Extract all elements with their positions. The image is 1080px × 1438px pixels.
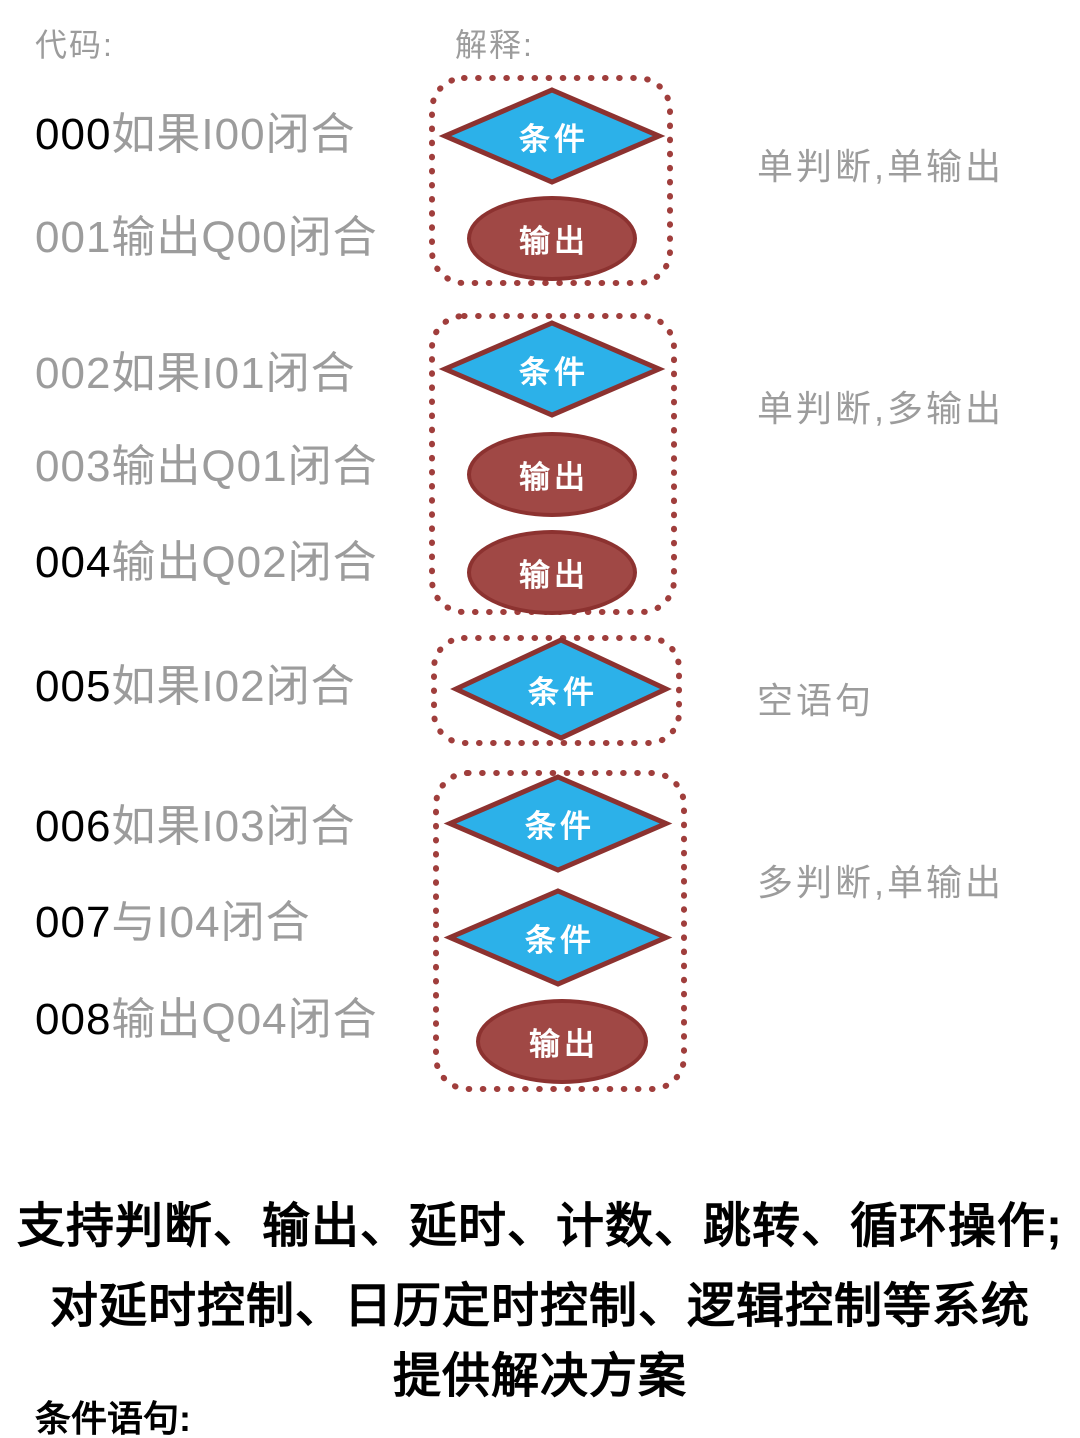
explain-column-header: 解释: (455, 27, 534, 63)
line-text: 如果I01闭合 (111, 349, 356, 398)
code-line-005: 005如果I02闭合 (35, 664, 356, 710)
code-line-007: 007与I04闭合 (35, 900, 311, 946)
output-ellipse: 输出 (467, 196, 637, 281)
output-label: 输出 (529, 1027, 599, 1062)
condition-label: 条件 (519, 354, 589, 390)
line-text: 输出Q02闭合 (111, 538, 378, 587)
line-number: 008 (35, 995, 112, 1044)
group-3-annotation: 空语句 (757, 680, 875, 721)
output-ellipse: 输出 (467, 530, 637, 615)
condition-label: 条件 (525, 923, 595, 958)
line-text: 输出Q00闭合 (111, 213, 378, 262)
code-line-008: 008输出Q04闭合 (35, 997, 378, 1043)
group-3-dashed-box (431, 635, 682, 746)
line-text: 输出Q04闭合 (111, 995, 378, 1044)
code-line-004: 004输出Q02闭合 (35, 540, 378, 586)
condition-diamond: 条件 (443, 774, 673, 873)
code-column-header: 代码: (35, 27, 114, 63)
line-text: 输出Q01闭合 (111, 442, 378, 491)
line-text: 如果I02闭合 (111, 662, 356, 711)
group-2-annotation: 单判断,多输出 (757, 388, 1005, 429)
line-text: 如果I03闭合 (111, 802, 356, 851)
output-ellipse: 输出 (476, 999, 648, 1084)
code-line-002: 002如果I01闭合 (35, 351, 356, 397)
condition-diamond: 条件 (438, 87, 666, 185)
condition-diamond: 条件 (443, 888, 673, 987)
condition-label: 条件 (519, 121, 589, 157)
output-label: 输出 (519, 460, 589, 495)
line-number: 002 (35, 349, 112, 398)
condition-label: 条件 (525, 809, 595, 844)
line-number: 006 (35, 802, 112, 851)
line-number: 003 (35, 442, 112, 491)
line-number: 005 (35, 662, 112, 711)
summary-line-3: 提供解决方案 (392, 1350, 687, 1403)
line-text: 如果I00闭合 (111, 110, 356, 159)
group-1-annotation: 单判断,单输出 (757, 146, 1005, 187)
line-text: 与I04闭合 (111, 898, 311, 947)
group-1-dashed-box (429, 75, 673, 286)
summary-line-1: 支持判断、输出、延时、计数、跳转、循环操作; (17, 1200, 1063, 1253)
condition-diamond: 条件 (438, 320, 666, 418)
condition-statement-header: 条件语句: (35, 1398, 191, 1438)
condition-diamond: 条件 (450, 637, 672, 741)
condition-label: 条件 (528, 674, 598, 710)
group-4-annotation: 多判断,单输出 (757, 862, 1005, 903)
code-line-001: 001输出Q00闭合 (35, 215, 378, 261)
output-ellipse: 输出 (467, 432, 637, 517)
output-label: 输出 (519, 558, 589, 593)
summary-line-2: 对延时控制、日历定时控制、逻辑控制等系统 (49, 1280, 1030, 1333)
output-label: 输出 (519, 224, 589, 259)
code-line-000: 000如果I00闭合 (35, 112, 356, 158)
line-number: 007 (35, 898, 112, 947)
line-number: 004 (35, 538, 112, 587)
code-line-006: 006如果I03闭合 (35, 804, 356, 850)
code-line-003: 003输出Q01闭合 (35, 444, 378, 490)
line-number: 000 (35, 110, 112, 159)
line-number: 001 (35, 213, 112, 262)
